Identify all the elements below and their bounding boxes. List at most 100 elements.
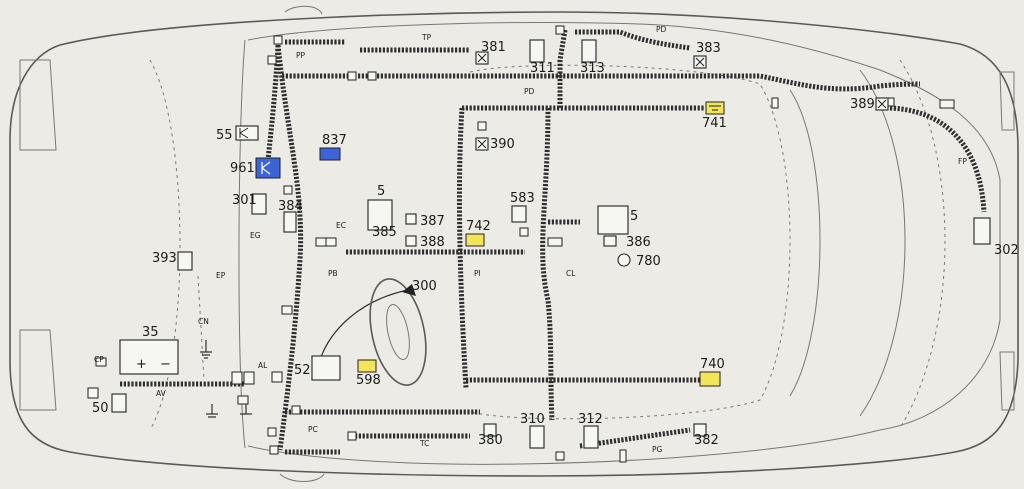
horn-300-symbol (402, 284, 416, 296)
label-780: 780 (636, 254, 661, 269)
label-310: 310 (520, 412, 545, 427)
harness-al: AL (258, 361, 268, 370)
label-837: 837 (322, 133, 347, 148)
switch-52-symbol (311, 355, 341, 381)
harness-pp: PP (296, 51, 306, 60)
label-55: 55 (216, 128, 233, 143)
switch-301-symbol (251, 193, 267, 215)
lamp-387-symbol (405, 213, 417, 225)
harness-cl: CL (566, 269, 576, 278)
connector-block (271, 371, 283, 383)
lamp-598-highlight (357, 359, 377, 373)
module-302-symbol (973, 217, 991, 245)
label-389: 389 (850, 97, 875, 112)
connector-block (269, 445, 279, 455)
label-598: 598 (356, 373, 381, 388)
connector-block (231, 371, 243, 385)
battery-signs: + − (136, 357, 171, 372)
connector-block (273, 35, 283, 45)
connector-block (283, 185, 293, 195)
fusebox-5b-symbol (597, 205, 629, 235)
label-35: 35 (142, 325, 159, 340)
harness-cn: CN (198, 317, 209, 326)
connector-block (555, 451, 565, 461)
label-384: 384 (278, 199, 303, 214)
battery-minus-sign: − (160, 357, 171, 372)
label-5-top: 5 (377, 184, 385, 199)
connector-block (519, 227, 529, 237)
connector-block (939, 99, 955, 109)
label-381: 381 (481, 40, 506, 55)
relay-311-symbol (529, 39, 545, 63)
label-390: 390 (490, 137, 515, 152)
connector-block (547, 237, 563, 247)
label-741: 741 (702, 116, 727, 131)
module-961-highlight (255, 157, 281, 179)
connector-blocks (87, 25, 955, 463)
steering-wheel (369, 278, 427, 386)
module-837-highlight (319, 147, 341, 161)
lamp-740-highlight (699, 371, 721, 387)
connector-block (347, 71, 357, 81)
battery-plus-sign: + (136, 357, 147, 372)
lamp-741-highlight (705, 101, 725, 115)
relay-313-symbol (581, 39, 597, 63)
component-symbols (111, 39, 991, 449)
battery-35-symbol (119, 339, 179, 375)
connector-block (95, 357, 107, 367)
label-5-right: 5 (630, 209, 638, 224)
label-740: 740 (700, 357, 725, 372)
label-387: 387 (420, 214, 445, 229)
label-302: 302 (994, 243, 1019, 258)
harness-pc: PC (308, 425, 318, 434)
label-385: 385 (372, 225, 397, 240)
connector-block (347, 431, 357, 441)
label-386: 386 (626, 235, 651, 250)
component-numbers: 381 311 313 383 741 389 390 55 837 961 3… (92, 40, 1019, 448)
switch-583-symbol (511, 205, 527, 223)
harness-pd-top: PD (656, 25, 667, 34)
harness-fp: FP (958, 157, 967, 166)
ground-symbols (200, 340, 252, 418)
connector-block (291, 405, 301, 415)
label-583: 583 (510, 191, 535, 206)
switch-384-symbol (283, 211, 297, 233)
connector-block (477, 121, 487, 131)
harness-cp: CP (94, 355, 104, 364)
harness-labels: TP PP PD PD FP EC EG EP PB PI CL CN CP A… (94, 25, 967, 454)
label-301: 301 (232, 193, 257, 208)
label-742: 742 (466, 219, 491, 234)
lamp-380-symbol (483, 423, 497, 437)
label-388: 388 (420, 235, 445, 250)
connector-block (367, 71, 377, 81)
harness-network (120, 29, 987, 455)
harness-eg: EG (250, 231, 261, 240)
label-393: 393 (152, 251, 177, 266)
harness-tp: TP (421, 33, 432, 42)
lamp-386-symbol (603, 235, 617, 247)
harness-pi: PI (474, 269, 481, 278)
connector-block (243, 371, 255, 385)
label-312: 312 (578, 412, 603, 427)
connector-block (237, 395, 249, 405)
connector-block (267, 55, 277, 65)
label-50: 50 (92, 401, 109, 416)
harness-pb: PB (328, 269, 338, 278)
connector-block (281, 305, 293, 315)
connector-block (619, 449, 627, 463)
label-311: 311 (530, 61, 555, 76)
connector-block (555, 25, 565, 35)
lamp-388-symbol (405, 235, 417, 247)
fusebox-5-symbol (367, 199, 393, 231)
harness-pg: PG (652, 445, 663, 454)
label-380: 380 (478, 433, 503, 448)
connector-block (267, 427, 277, 437)
lamp-382-symbol (693, 423, 707, 437)
switch-55-symbol (235, 125, 259, 141)
speaker-780-symbol (617, 253, 631, 267)
harness-tc: TC (419, 439, 429, 448)
lamp-393-symbol (177, 251, 193, 271)
harness-ep: EP (216, 271, 226, 280)
